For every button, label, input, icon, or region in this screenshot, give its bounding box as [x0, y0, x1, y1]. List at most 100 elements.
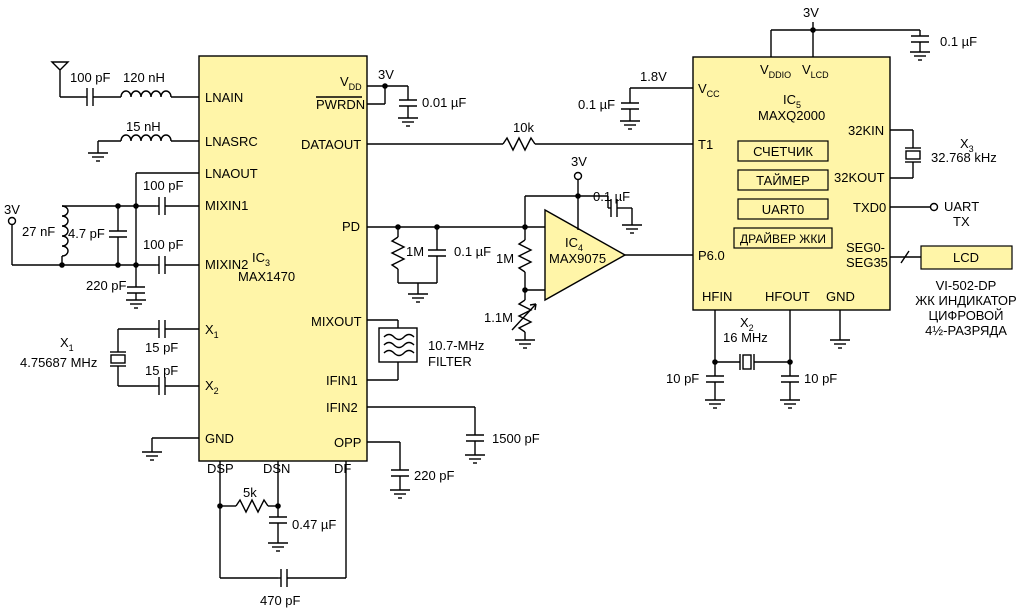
- label-c-27nf: 27 nF: [22, 224, 55, 239]
- label-x1-ref: X1: [60, 335, 74, 353]
- capacitor-220pf-mixin: [127, 286, 145, 294]
- crystal-x2-icon: [739, 354, 755, 370]
- ic4-body: [544, 208, 627, 302]
- ic3-pin-mixout: MIXOUT: [311, 314, 362, 329]
- label-c-10pf-a: 10 pF: [666, 371, 699, 386]
- ic3-pin-lnaout: LNAOUT: [205, 166, 258, 181]
- lcd-desc-1: VI-502-DP: [936, 278, 997, 293]
- label-x2-ref: X2: [740, 315, 754, 333]
- ground-symbol: [465, 454, 485, 464]
- ground-symbol: [390, 489, 410, 499]
- capacitor-10pf-a: [706, 375, 724, 383]
- label-c-01uf-ic4: 0.1 µF: [593, 189, 630, 204]
- ic3-pin-pd: PD: [342, 219, 360, 234]
- antenna-icon: [50, 61, 70, 97]
- inductor-15nh: [120, 134, 172, 142]
- block-counter-label: СЧЕТЧИК: [753, 144, 813, 159]
- supply-3v-ic4: [573, 171, 583, 181]
- label-c-100pf-m2: 100 pF: [143, 237, 184, 252]
- label-c-10pf-b: 10 pF: [804, 371, 837, 386]
- block-uart0: [737, 198, 829, 220]
- capacitor-10pf-b: [781, 375, 799, 383]
- uart-tx-terminal: [929, 202, 939, 212]
- ic3-pin-mixin2: MIXIN2: [205, 257, 248, 272]
- label-x3-freq: 32.768 kHz: [931, 150, 997, 165]
- ground-symbol: [398, 117, 418, 127]
- label-x1-freq: 4.75687 MHz: [20, 355, 97, 370]
- capacitor-01uf-top: [911, 35, 929, 43]
- ic3-pin-x2: X2: [205, 378, 219, 396]
- capacitor-15pf-x1: [158, 320, 166, 338]
- ic3-pin-lnain: LNAIN: [205, 90, 243, 105]
- ic5-part: MAXQ2000: [758, 108, 825, 123]
- label-c-01uf-vcc: 0.1 µF: [578, 97, 615, 112]
- capacitor-1500pf: [466, 434, 484, 442]
- inductor-120nh: [120, 90, 172, 98]
- ic3-pin-dataout: DATAOUT: [301, 137, 361, 152]
- ic3-pin-pwrdn: PWRDN: [316, 97, 365, 112]
- ground-symbol: [142, 451, 162, 461]
- ground-symbol: [268, 542, 288, 552]
- capacitor-470pf: [280, 569, 288, 587]
- label-c-15pf-a: 15 pF: [145, 340, 178, 355]
- label-filter-a: 10.7-MHz: [428, 338, 484, 353]
- label-c-01uf-top: 0.1 µF: [940, 34, 977, 49]
- potentiometer-1p1m: [517, 299, 533, 333]
- label-3v-top: 3V: [803, 5, 819, 20]
- block-lcd-driver: [733, 227, 833, 249]
- label-r-5k: 5k: [243, 485, 257, 500]
- capacitor-01uf-vcc: [621, 102, 639, 110]
- ic5-pin-txd0: TXD0: [853, 200, 886, 215]
- resistor-10k: [502, 136, 536, 152]
- ic3-pin-ifin1: IFIN1: [326, 373, 358, 388]
- block-counter: [737, 140, 829, 162]
- inductor-tank: [61, 205, 69, 257]
- label-r-1m-a: 1M: [406, 244, 424, 259]
- label-c-220pf-opp: 220 pF: [414, 468, 455, 483]
- ground-symbol: [620, 120, 640, 130]
- label-r-10k: 10k: [513, 120, 534, 135]
- block-timer: [737, 169, 829, 191]
- capacitor-4p7pf: [109, 230, 127, 238]
- label-uart-b: TX: [953, 214, 970, 229]
- label-c-01uf-pd: 0.1 µF: [454, 244, 491, 259]
- ic3-body: [198, 55, 368, 462]
- ic3-pin-dsn: DSN: [263, 461, 290, 476]
- ic3-pin-opp: OPP: [334, 435, 361, 450]
- ic5-pin-vcc: VCC: [698, 81, 720, 99]
- block-timer-label: ТАЙМЕР: [756, 173, 810, 188]
- label-r-1p1m: 1.1M: [484, 310, 513, 325]
- capacitor-100pf-mixin2: [158, 256, 166, 274]
- ground-symbol: [622, 224, 642, 234]
- ic3-pin-lnasrc: LNASRC: [205, 134, 258, 149]
- capacitor-100pf-mixin1: [158, 197, 166, 215]
- ic5-pin-gnd: GND: [826, 289, 855, 304]
- resistor-5k: [235, 498, 269, 514]
- ic3-part: MAX1470: [238, 269, 295, 284]
- label-c-4p7pf: 4.7 pF: [68, 226, 105, 241]
- ic5-pin-32kout: 32KOUT: [834, 170, 885, 185]
- lcd-desc-4: 4½-РАЗРЯДА: [925, 323, 1007, 338]
- label-c-100pf-m1: 100 pF: [143, 178, 184, 193]
- ground-symbol: [830, 339, 850, 349]
- label-lcd: LCD: [953, 250, 979, 265]
- ic3-pin-x1: X1: [205, 322, 219, 340]
- label-3v-left: 3V: [4, 202, 20, 217]
- label-c-100pf-ant: 100 pF: [70, 70, 111, 85]
- label-l-120nh: 120 nH: [123, 70, 165, 85]
- ground-symbol: [780, 399, 800, 409]
- ic5-pin-hfout: HFOUT: [765, 289, 810, 304]
- capacitor-047uf: [269, 516, 287, 524]
- ic3-pin-df: DF: [334, 461, 351, 476]
- block-uart0-label: UART0: [762, 202, 804, 217]
- label-c-220pf-m: 220 pF: [86, 278, 127, 293]
- ic3-pin-gnd: GND: [205, 431, 234, 446]
- ic5-pin-p60: P6.0: [698, 248, 725, 263]
- capacitor-15pf-x2: [158, 377, 166, 395]
- lcd-box: [920, 245, 1013, 270]
- resistor-1m-b: [517, 239, 533, 273]
- label-3v-ic4: 3V: [571, 154, 587, 169]
- label-c-470pf: 470 pF: [260, 593, 301, 608]
